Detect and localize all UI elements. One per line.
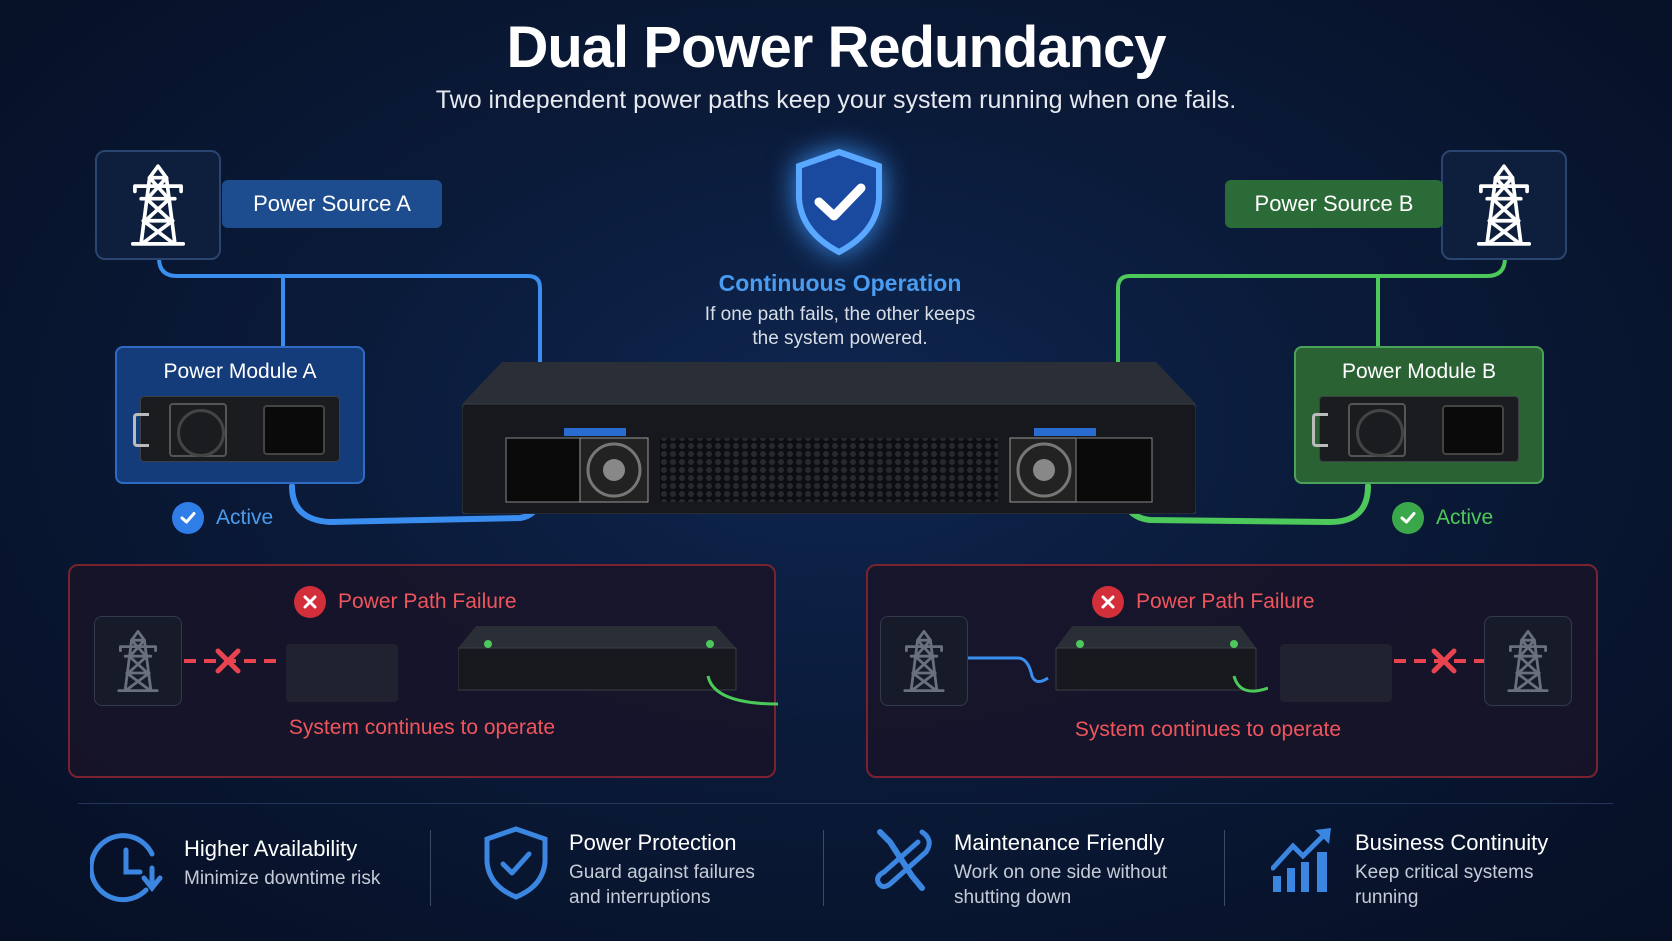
failure-result: System continues to operate — [1074, 718, 1342, 741]
power-module-b: Power Module B — [1294, 346, 1544, 484]
continuous-operation-desc: If one path fails, the other keeps the s… — [640, 303, 1040, 351]
feature-desc: Keep critical systems running — [1355, 860, 1548, 910]
x-circle-icon — [294, 586, 326, 618]
psu-image — [133, 396, 340, 462]
feature-power-protection: Power Protection Guard against failures … — [431, 826, 823, 910]
source-a-connected — [880, 616, 968, 706]
feature-desc: Minimize downtime risk — [184, 868, 381, 889]
feature-desc: Work on one side without shutting down — [954, 860, 1167, 910]
feature-separator — [1224, 830, 1225, 906]
module-b-status-text: Active — [1436, 506, 1494, 529]
desc-line-2: the system powered. — [752, 328, 928, 349]
features-bar: Higher Availability Minimize downtime ri… — [90, 826, 1548, 910]
desc-line-1: Guard against failures — [569, 862, 755, 883]
server-chassis — [462, 362, 1196, 514]
x-circle-icon — [1092, 586, 1124, 618]
feature-separator — [430, 830, 431, 906]
desc-line-2: running — [1355, 887, 1419, 908]
failed-psu-image — [286, 644, 398, 702]
failure-result: System continues to operate — [288, 716, 556, 739]
power-tower-icon — [900, 629, 948, 693]
page-title: Dual Power Redundancy — [506, 15, 1166, 80]
power-tower-icon — [1472, 163, 1536, 247]
failure-title: Power Path Failure — [338, 590, 517, 613]
desc-line-1: Keep critical systems — [1355, 862, 1534, 883]
module-a-status: Active — [172, 502, 273, 534]
desc-line-1: If one path fails, the other keeps — [704, 304, 976, 325]
power-source-a-tower — [95, 150, 221, 260]
module-a-status-text: Active — [216, 506, 274, 529]
feature-title: Maintenance Friendly — [954, 830, 1165, 855]
feature-desc: Guard against failures and interruptions — [569, 860, 755, 910]
power-module-a-title: Power Module A — [163, 360, 317, 383]
power-source-b-tower — [1441, 150, 1567, 260]
feature-title: Higher Availability — [184, 836, 358, 861]
power-source-b-label: Power Source B — [1225, 180, 1443, 228]
source-a-disconnected — [94, 616, 182, 706]
desc-line-2: shutting down — [954, 887, 1072, 908]
feature-maintenance-friendly: Maintenance Friendly Work on one side wi… — [824, 826, 1224, 910]
growth-chart-icon — [1271, 828, 1331, 892]
broken-link — [184, 648, 282, 674]
check-circle-icon — [172, 502, 204, 534]
shield-check-icon — [484, 826, 548, 900]
broken-link — [1394, 648, 1490, 674]
mini-chassis — [458, 626, 778, 706]
wrench-screwdriver-icon — [875, 829, 932, 891]
failure-heading: Power Path Failure — [1092, 586, 1315, 618]
failed-psu-image — [1280, 644, 1392, 702]
feature-business-continuity: Business Continuity Keep critical system… — [1225, 826, 1548, 910]
failure-scenario-a: Power Path Failure System continues to o… — [68, 564, 778, 778]
page-subtitle: Two independent power paths keep your sy… — [435, 86, 1237, 114]
failure-heading: Power Path Failure — [294, 586, 517, 618]
shield-check-icon — [789, 148, 889, 258]
continuous-operation-title: Continuous Operation — [718, 270, 962, 296]
desc-line-2: and interruptions — [569, 887, 711, 908]
module-b-status: Active — [1392, 502, 1493, 534]
feature-title: Business Continuity — [1355, 830, 1549, 855]
source-b-disconnected — [1484, 616, 1572, 706]
power-source-a-label: Power Source A — [222, 180, 442, 228]
feature-title: Power Protection — [569, 830, 737, 855]
feature-separator — [823, 830, 824, 906]
power-module-b-title: Power Module B — [1341, 360, 1497, 383]
power-tower-icon — [114, 629, 162, 693]
check-circle-icon — [1392, 502, 1424, 534]
feature-higher-availability: Higher Availability Minimize downtime ri… — [90, 832, 430, 904]
power-tower-icon — [1504, 629, 1552, 693]
failure-scenario-b: Power Path Failure System continues to o… — [866, 564, 1598, 778]
section-divider — [78, 803, 1613, 804]
psu-image — [1312, 396, 1519, 462]
failure-title: Power Path Failure — [1136, 590, 1315, 613]
power-module-a: Power Module A — [115, 346, 365, 484]
desc-line-1: Work on one side without — [954, 862, 1167, 883]
clock-arrow-icon — [90, 833, 163, 903]
mini-chassis — [968, 626, 1268, 693]
power-tower-icon — [126, 163, 190, 247]
